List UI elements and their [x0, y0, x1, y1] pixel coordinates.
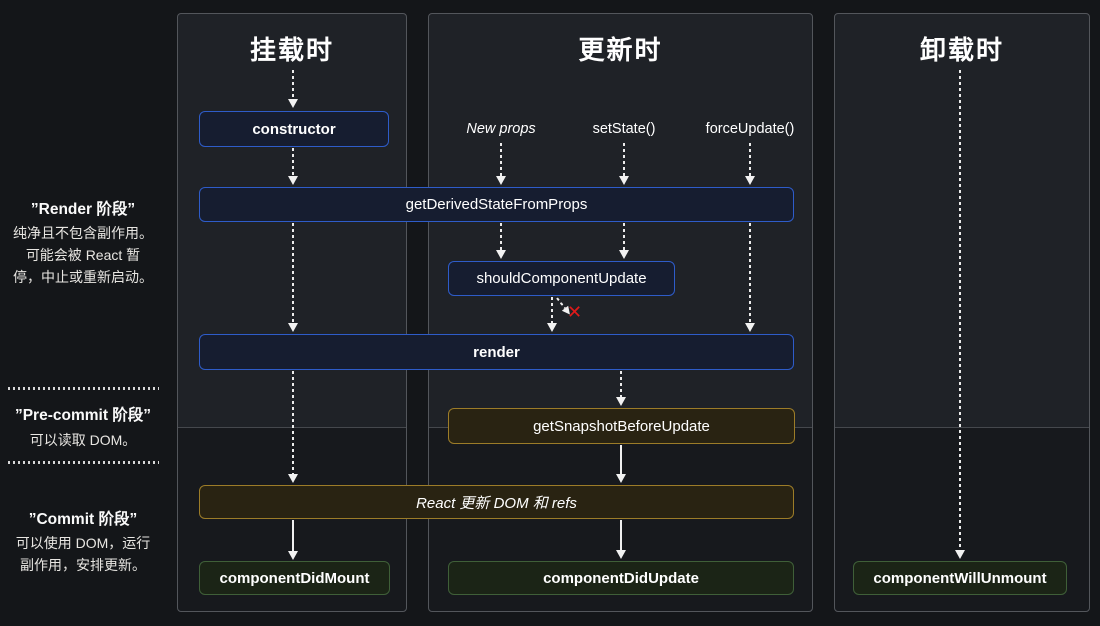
method-constructor[interactable]: constructor: [199, 111, 389, 147]
method-should-component-update[interactable]: shouldComponentUpdate: [448, 261, 675, 296]
arrow-gdsfp-to-render-mount: [288, 223, 298, 332]
method-component-did-update[interactable]: componentDidUpdate: [448, 561, 794, 595]
phase-desc-commit: 可以使用 DOM，运行 副作用，安排更新。: [15, 535, 151, 573]
phase-label-render: ”Render 阶段”: [30, 201, 136, 218]
method-get-snapshot-before-update[interactable]: getSnapshotBeforeUpdate: [448, 408, 795, 444]
arrow-gdsfp-to-scu-right: [619, 223, 629, 259]
phase-desc-precommit: 可以读取 DOM。: [29, 432, 137, 448]
phase-divider-top: [8, 387, 159, 390]
arrow-newprops-to-gdsfp: [496, 143, 506, 185]
arrow-unmount-to-cwu: [955, 70, 965, 559]
phase-divider-bottom: [8, 461, 159, 464]
panel-title-mounting: 挂载时: [249, 35, 334, 65]
arrow-gdsfp-to-scu-left: [496, 223, 506, 259]
method-component-will-unmount[interactable]: componentWillUnmount: [853, 561, 1067, 595]
arrow-setstate-to-gdsfp: [619, 143, 629, 185]
panel-title-updating: 更新时: [578, 35, 663, 65]
arrow-domupdate-to-cdm: [288, 520, 298, 560]
arrow-forceupdate-to-gdsfp: [745, 143, 755, 185]
arrow-render-to-gsbu: [616, 371, 626, 406]
halt-x-icon: ✕: [567, 302, 583, 322]
panel-title-unmounting: 卸载时: [919, 35, 1004, 65]
trigger-set-state[interactable]: setState(): [592, 121, 656, 137]
arrow-render-to-domupdate-mount: [288, 371, 298, 483]
method-component-did-mount[interactable]: componentDidMount: [199, 561, 390, 595]
arrow-scu-to-render: [547, 297, 557, 332]
method-render[interactable]: render: [199, 334, 794, 370]
trigger-new-props: New props: [466, 121, 536, 137]
arrow-gsbu-to-domupdate: [616, 445, 626, 483]
panel-unmounting: 卸载时: [834, 13, 1090, 612]
phase-desc-render: 纯净且不包含副作用。 可能会被 React 暂 停，中止或重新启动。: [13, 225, 153, 285]
arrow-forceupdate-to-render: [745, 223, 755, 332]
phase-label-commit: ”Commit 阶段”: [28, 511, 138, 528]
method-get-derived-state-from-props[interactable]: getDerivedStateFromProps: [199, 187, 794, 222]
arrow-mount-to-constructor: [288, 70, 298, 108]
trigger-force-update[interactable]: forceUpdate(): [705, 121, 795, 137]
arrow-domupdate-to-cdu: [616, 520, 626, 559]
phase-label-precommit: ”Pre-commit 阶段”: [14, 407, 152, 424]
react-updates-dom-box: React 更新 DOM 和 refs: [199, 485, 794, 519]
arrow-constructor-to-gdsfp: [288, 148, 298, 185]
